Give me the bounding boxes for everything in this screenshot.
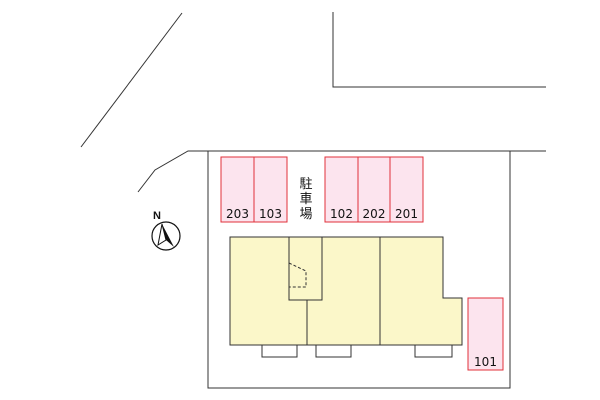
parking-label-101: 101 [474, 355, 497, 369]
road-line-diagonal [80, 12, 183, 148]
building-unit-right [379, 236, 463, 346]
compass-needle-light [157, 223, 167, 247]
balcony-right [414, 344, 453, 358]
parking-area-label-char-3: 場 [299, 206, 312, 221]
parking-area-label-char-1: 駐 [299, 176, 312, 191]
parking-label-102: 102 [330, 207, 353, 221]
parking-label-103: 103 [259, 207, 282, 221]
compass-north-label: N [153, 210, 161, 222]
compass-needle-dark [162, 224, 174, 247]
parking-label-201: 201 [395, 207, 418, 221]
parking-space-101 [467, 297, 504, 371]
parking-space-201 [389, 156, 424, 223]
balcony-middle [315, 344, 352, 358]
building-entrance-recess [288, 236, 323, 301]
stair-dashed-outline [288, 262, 307, 288]
parking-space-203 [220, 156, 255, 223]
parking-area-label-char-2: 車 [299, 191, 312, 206]
road-line-corner [332, 12, 546, 88]
parking-space-103 [253, 156, 288, 223]
parking-label-202: 202 [363, 207, 386, 221]
balcony-left [261, 344, 298, 358]
parking-area [220, 156, 504, 371]
parking-label-203: 203 [226, 207, 249, 221]
north-compass: N [151, 210, 181, 251]
building [229, 236, 463, 358]
